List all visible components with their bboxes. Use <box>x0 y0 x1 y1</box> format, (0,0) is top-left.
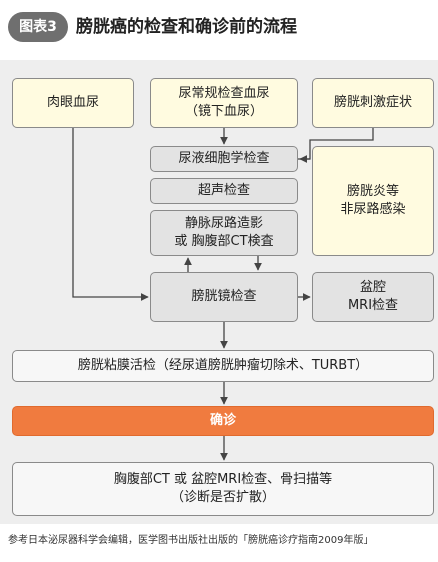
bladder-irritation-node: 膀胱刺激症状 <box>312 78 434 128</box>
cystoscopy-label: 膀胱镜检查 <box>191 289 257 305</box>
ultrasound-node: 超声检查 <box>150 178 298 204</box>
pelvic-label: 盆腔 <box>359 280 386 296</box>
ultrasound-label: 超声检查 <box>197 183 250 199</box>
cystitis-label: 膀胱炎等 <box>346 184 399 200</box>
pelvic-mri-node: 盆腔 MRI检查 <box>312 272 434 322</box>
source-caption: 参考日本泌尿器科学会编辑，医学图书出版社出版的「膀胱癌诊疗指南2009年版」 <box>8 535 374 546</box>
ivp-label: 静脉尿路造影 <box>184 216 263 232</box>
urine-routine-sublabel: （镜下血尿） <box>184 104 263 119</box>
biopsy-node: 膀胱粘膜活检（经尿道膀胱肿瘤切除术、TURBT） <box>12 350 434 382</box>
urine-routine-label: 尿常规检查血尿 <box>178 86 270 102</box>
diagnosis-label: 确诊 <box>209 413 236 429</box>
urine-cytology-node: 尿液细胞学检查 <box>150 146 298 172</box>
urine-routine-node: 尿常规检查血尿 （镜下血尿） <box>150 78 298 128</box>
flesh-eye-hematuria-node: 肉眼血尿 <box>12 78 134 128</box>
cystoscopy-node: 膀胱镜检查 <box>150 272 298 322</box>
staging-sublabel: （诊断是否扩散） <box>170 490 275 505</box>
flesh-eye-hematuria-label: 肉眼血尿 <box>46 95 99 111</box>
staging-label: 胸腹部CT 或 盆腔MRI检查、骨扫描等 <box>113 472 333 488</box>
biopsy-label: 膀胱粘膜活检（经尿道膀胱肿瘤切除术、TURBT） <box>77 358 369 374</box>
figure-label: 图表3 <box>8 12 68 42</box>
diagnosis-node: 确诊 <box>12 406 434 436</box>
ct-label: 或 胸腹部CT検査 <box>174 234 274 249</box>
staging-node: 胸腹部CT 或 盆腔MRI检查、骨扫描等 （诊断是否扩散） <box>12 462 434 516</box>
figure-title: 膀胱癌的检查和确诊前的流程 <box>76 17 297 37</box>
urine-cytology-label: 尿液细胞学检查 <box>178 151 270 167</box>
cystitis-node: 膀胱炎等 非尿路感染 <box>312 146 434 256</box>
bladder-irritation-label: 膀胱刺激症状 <box>333 95 412 111</box>
mri-label: MRI检查 <box>347 298 399 313</box>
ivp-ct-node: 静脉尿路造影 或 胸腹部CT検査 <box>150 210 298 256</box>
non-uti-label: 非尿路感染 <box>340 202 406 217</box>
